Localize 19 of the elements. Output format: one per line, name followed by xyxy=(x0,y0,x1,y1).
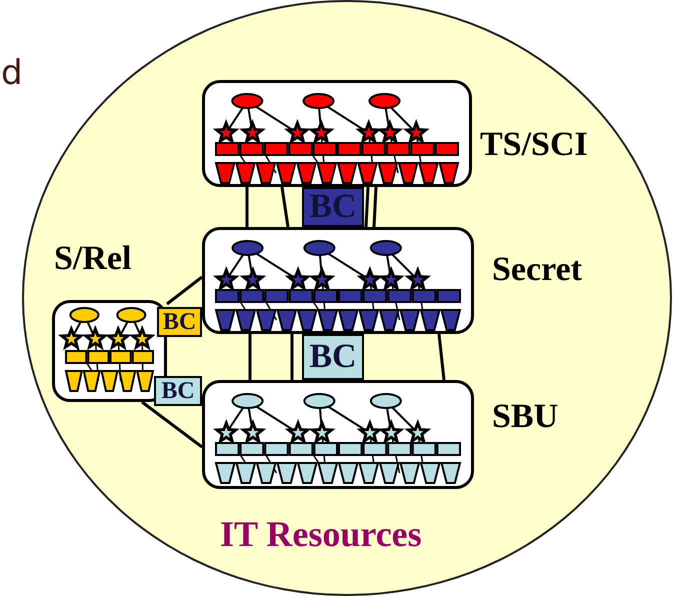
connector-line xyxy=(246,187,248,227)
group-heading: S/Rel xyxy=(54,242,132,276)
connector-line xyxy=(438,334,446,380)
bc-tag: BC xyxy=(302,187,364,227)
bc-tag: BC xyxy=(302,334,364,380)
connector-line xyxy=(372,186,378,228)
connector-line xyxy=(166,276,203,306)
bc-tag: BC xyxy=(154,376,202,406)
group-heading: SBU xyxy=(492,400,558,434)
text-fragment: d xyxy=(1,56,23,90)
connector-line xyxy=(290,334,294,380)
connector-line xyxy=(141,400,203,448)
connector-line xyxy=(364,186,370,228)
group-heading: TS/SCI xyxy=(480,128,588,162)
bc-tag: BC xyxy=(157,307,202,337)
region-label: IT Resources xyxy=(220,516,422,552)
connector-line xyxy=(248,334,252,380)
group-heading: Secret xyxy=(492,253,582,287)
connector-line xyxy=(280,186,290,228)
